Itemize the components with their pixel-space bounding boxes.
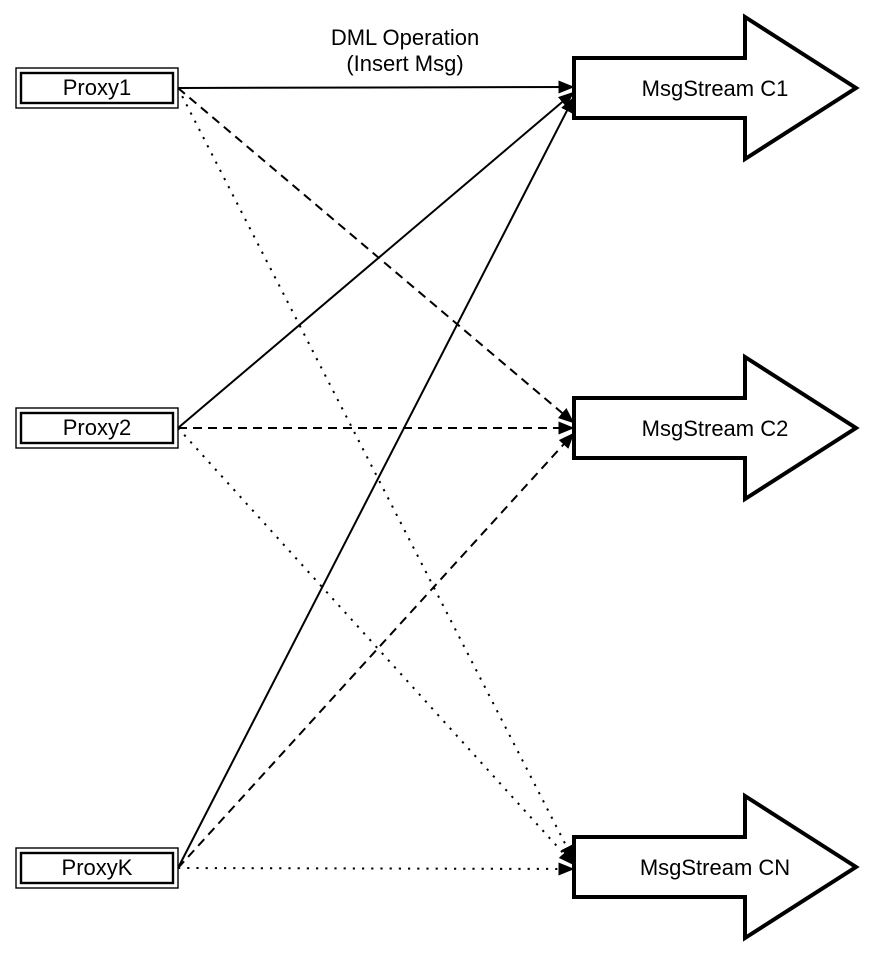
node-proxy1: Proxy1 (15, 67, 179, 109)
caption-line2: (Insert Msg) (346, 51, 463, 76)
proxy2-label: Proxy2 (63, 415, 131, 440)
msgstream-c1-label: MsgStream C1 (642, 76, 789, 101)
node-proxyk: ProxyK (15, 847, 179, 889)
node-proxy2: Proxy2 (15, 407, 179, 449)
edge-proxy2-msgstream-c1 (177, 91, 575, 429)
proxy1-box-inner (19, 71, 175, 105)
edge-proxyk-msgstream-c1 (177, 96, 575, 869)
node-msgstream-c1: MsgStream C1 (572, 13, 860, 163)
caption: DML Operation (Insert Msg) (331, 25, 479, 76)
msgstream-c2-arrow-shape (572, 353, 860, 503)
proxyk-box-inner (19, 851, 175, 885)
edge-proxyk-msgstream-cn (177, 862, 575, 876)
proxyk-label: ProxyK (62, 855, 133, 880)
edge-proxy1-msgstream-c2 (177, 87, 575, 424)
msgstream-cn-label: MsgStream CN (640, 855, 790, 880)
edge-proxy1-msgstream-c1 (177, 80, 575, 94)
msgstream-c1-arrow-shape (572, 13, 860, 163)
caption-line1: DML Operation (331, 25, 479, 50)
proxy1-label: Proxy1 (63, 75, 131, 100)
proxy2-box-inner (19, 411, 175, 445)
node-msgstream-cn: MsgStream CN (572, 792, 860, 942)
node-msgstream-c2: MsgStream C2 (572, 353, 860, 503)
msgstream-c2-label: MsgStream C2 (642, 416, 789, 441)
edge-proxy2-msgstream-cn (177, 427, 575, 866)
msgstream-cn-arrow-shape (572, 792, 860, 942)
edge-proxy1-msgstream-cn (177, 87, 575, 862)
edge-proxyk-msgstream-c2 (177, 432, 575, 869)
